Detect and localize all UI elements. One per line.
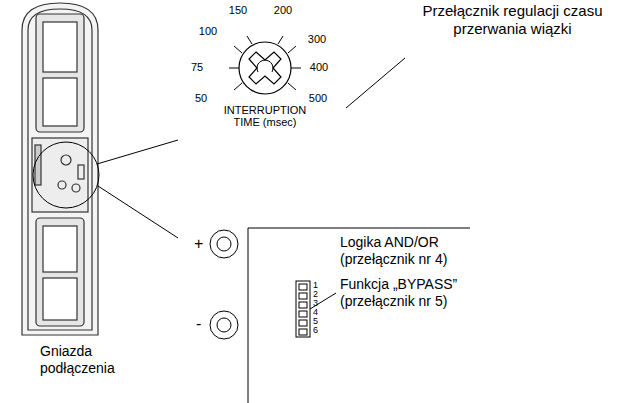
polarity-sign: - bbox=[196, 314, 210, 333]
callout-title: Przełącznik regulacji czasu przerwania w… bbox=[395, 2, 630, 38]
polarity-sign: + bbox=[194, 234, 208, 253]
switch-label: Logika AND/OR (przełącznik nr 4) bbox=[340, 234, 510, 268]
callout-label: Gniazda podłączenia bbox=[40, 343, 135, 377]
switch-number: 6 bbox=[313, 326, 325, 336]
dial-value: 75 bbox=[182, 61, 212, 73]
switch-label: Funkcja „BYPASS” (przełącznik nr 5) bbox=[340, 276, 510, 310]
dial-value: 300 bbox=[302, 33, 332, 45]
dial-value: 100 bbox=[193, 25, 223, 37]
dial-value: 400 bbox=[304, 61, 334, 73]
dial-value: 200 bbox=[268, 4, 298, 16]
dial-caption: INTERRUPTION TIME (msec) bbox=[210, 104, 320, 128]
dial-value: 500 bbox=[303, 92, 333, 104]
dial-value: 150 bbox=[223, 4, 253, 16]
dial-value: 50 bbox=[186, 92, 216, 104]
